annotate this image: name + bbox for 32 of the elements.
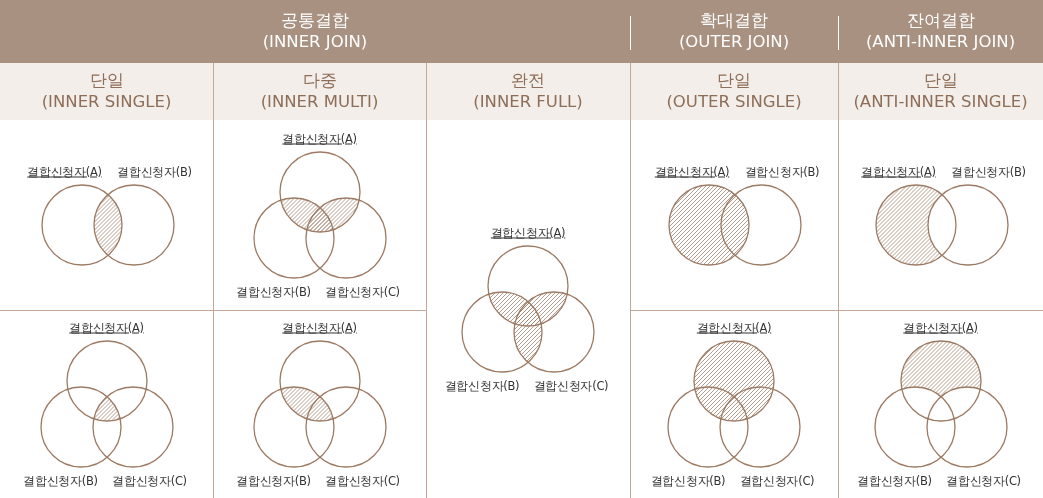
- set-label: 결합신청자(C): [325, 284, 400, 300]
- set-label: 결합신청자(B): [857, 473, 932, 489]
- set-label: 결합신청자(B): [444, 378, 520, 394]
- column-group-header: 확대결합 (OUTER JOIN): [630, 0, 838, 63]
- set-label: 결합신청자(B): [117, 164, 192, 180]
- set-label: 결합신청자(A): [654, 164, 730, 180]
- column-header: 다중 (INNER MULTI): [213, 63, 426, 120]
- set-label: 결합신청자(B): [951, 164, 1026, 180]
- column-header: 단일 (INNER SINGLE): [0, 63, 213, 120]
- set-label: 결합신청자(B): [236, 473, 311, 489]
- column-header: 단일 (OUTER SINGLE): [630, 63, 838, 120]
- set-label: 결합신청자(A): [490, 225, 566, 241]
- set-label: 결합신청자(B): [236, 284, 311, 300]
- set-label: 결합신청자(A): [282, 320, 357, 336]
- column-header: 단일 (ANTI-INNER SINGLE): [838, 63, 1043, 120]
- column-group-header: 공통결합 (INNER JOIN): [0, 0, 630, 63]
- set-label: 결합신청자(C): [739, 473, 815, 489]
- set-label: 결합신청자(C): [533, 378, 609, 394]
- set-label: 결합신청자(A): [696, 320, 772, 336]
- set-label: 결합신청자(A): [861, 164, 936, 180]
- set-label: 결합신청자(B): [744, 164, 820, 180]
- set-label: 결합신청자(B): [650, 473, 726, 489]
- set-label: 결합신청자(B): [23, 473, 98, 489]
- set-label: 결합신청자(A): [282, 131, 357, 147]
- set-label: 결합신청자(A): [69, 320, 144, 336]
- column-header: 완전 (INNER FULL): [426, 63, 630, 120]
- column-group-header: 잔여결합 (ANTI-INNER JOIN): [838, 0, 1043, 63]
- set-label: 결합신청자(A): [903, 320, 978, 336]
- set-label: 결합신청자(C): [946, 473, 1021, 489]
- set-label: 결합신청자(A): [27, 164, 102, 180]
- set-label: 결합신청자(C): [325, 473, 400, 489]
- set-label: 결합신청자(C): [112, 473, 187, 489]
